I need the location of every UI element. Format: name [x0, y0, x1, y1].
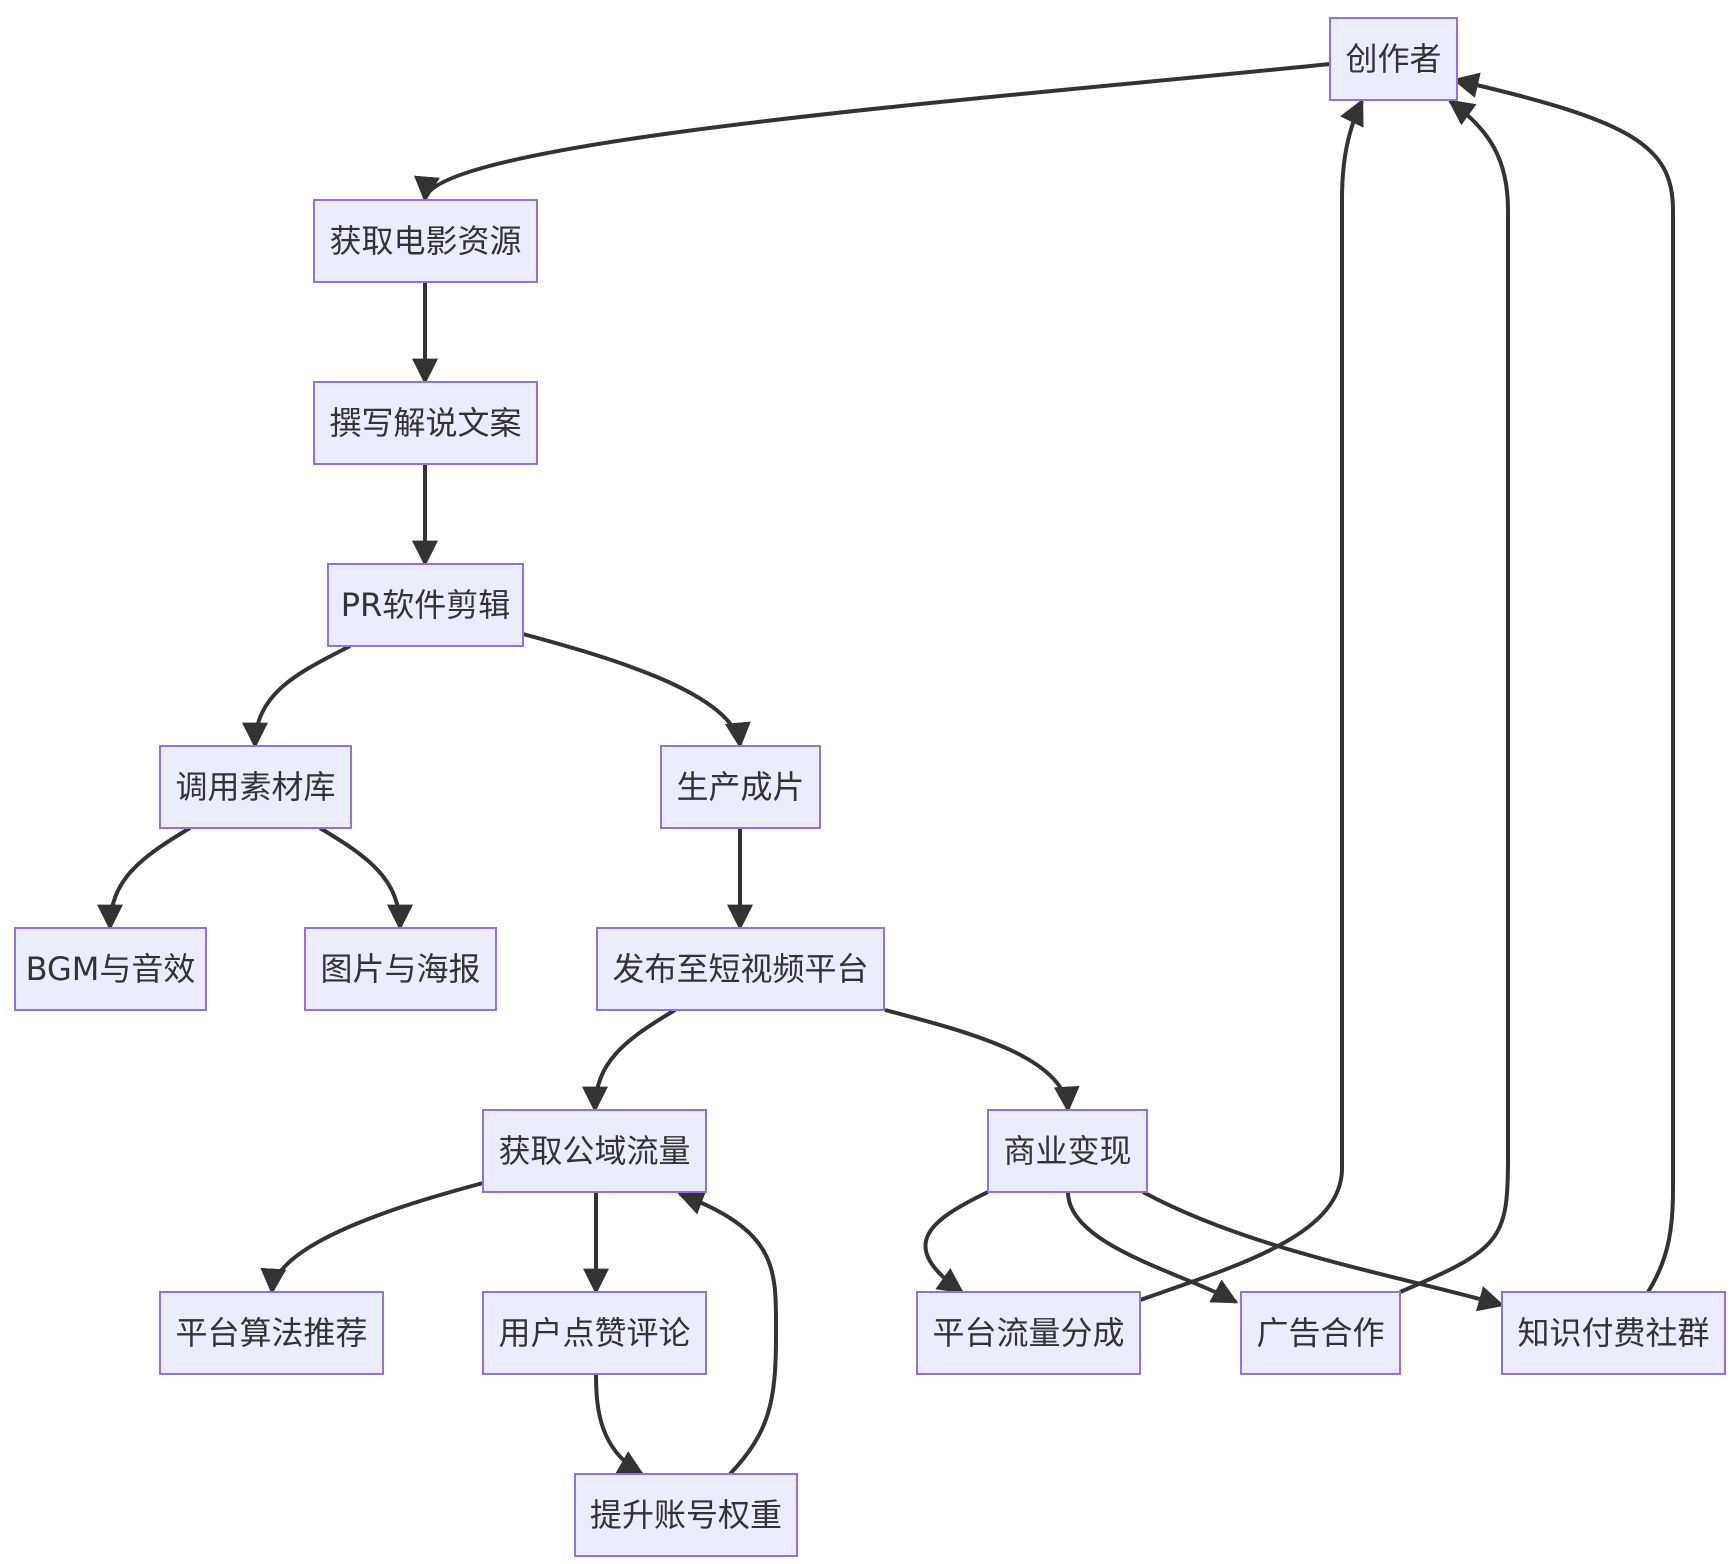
edge-creator-getmovie [414, 62, 1331, 203]
edge-share-creator [1139, 98, 1364, 1302]
edge-monetize-share [923, 1190, 989, 1294]
edge-paid-creator [1452, 72, 1675, 1294]
edge-ads-creator [1399, 99, 1510, 1294]
edge-monetize-ads [1066, 1191, 1239, 1304]
node-script: 撰写解说文案 [313, 381, 538, 465]
edge-publish-traffic [582, 1008, 677, 1113]
node-label: 提升账号权重 [590, 1496, 782, 1534]
edge-weight-traffic [677, 1190, 779, 1476]
node-ads: 广告合作 [1240, 1291, 1401, 1375]
node-label: 商业变现 [1003, 1132, 1131, 1170]
edge-edit-product [522, 632, 751, 749]
node-share: 平台流量分成 [916, 1291, 1141, 1375]
edge-likes-weight [594, 1373, 645, 1476]
node-algo: 平台算法推荐 [159, 1291, 384, 1375]
node-paid: 知识付费社群 [1501, 1291, 1726, 1375]
node-label: 发布至短视频平台 [612, 950, 868, 988]
node-label: 广告合作 [1256, 1314, 1384, 1352]
node-likes: 用户点赞评论 [482, 1291, 707, 1375]
node-images: 图片与海报 [304, 927, 497, 1011]
node-label: 平台流量分成 [932, 1314, 1124, 1352]
node-label: 创作者 [1345, 40, 1441, 78]
node-bgm: BGM与音效 [14, 927, 207, 1011]
node-publish: 发布至短视频平台 [596, 927, 885, 1011]
edge-library-bgm [97, 826, 192, 931]
node-label: 获取公域流量 [498, 1132, 690, 1170]
edge-library-images [318, 826, 413, 931]
node-getmovie: 获取电影资源 [313, 199, 538, 283]
node-product: 生产成片 [660, 745, 821, 829]
edge-traffic-algo [260, 1181, 484, 1295]
edge-publish-monetize [884, 1008, 1080, 1113]
node-label: 获取电影资源 [329, 222, 521, 260]
node-label: PR软件剪辑 [341, 586, 511, 624]
node-label: 用户点赞评论 [498, 1314, 690, 1352]
node-label: 调用素材库 [175, 768, 335, 806]
node-label: BGM与音效 [26, 950, 196, 988]
node-label: 撰写解说文案 [329, 404, 521, 442]
node-label: 生产成片 [676, 768, 804, 806]
node-label: 平台算法推荐 [175, 1314, 367, 1352]
node-label: 知识付费社群 [1517, 1314, 1709, 1352]
node-traffic: 获取公域流量 [482, 1109, 707, 1193]
node-library: 调用素材库 [159, 745, 352, 829]
edge-monetize-paid [1142, 1190, 1505, 1312]
node-edit: PR软件剪辑 [327, 563, 524, 647]
node-label: 图片与海报 [320, 950, 480, 988]
node-weight: 提升账号权重 [574, 1473, 798, 1557]
edge-edit-library [242, 644, 351, 749]
edges [97, 62, 1675, 1476]
nodes: 创作者 获取电影资源 撰写解说文案 PR软件剪辑 调用素材库 生产成片 BGM与… [14, 17, 1726, 1557]
node-monetize: 商业变现 [987, 1109, 1148, 1193]
node-creator: 创作者 [1329, 17, 1458, 101]
